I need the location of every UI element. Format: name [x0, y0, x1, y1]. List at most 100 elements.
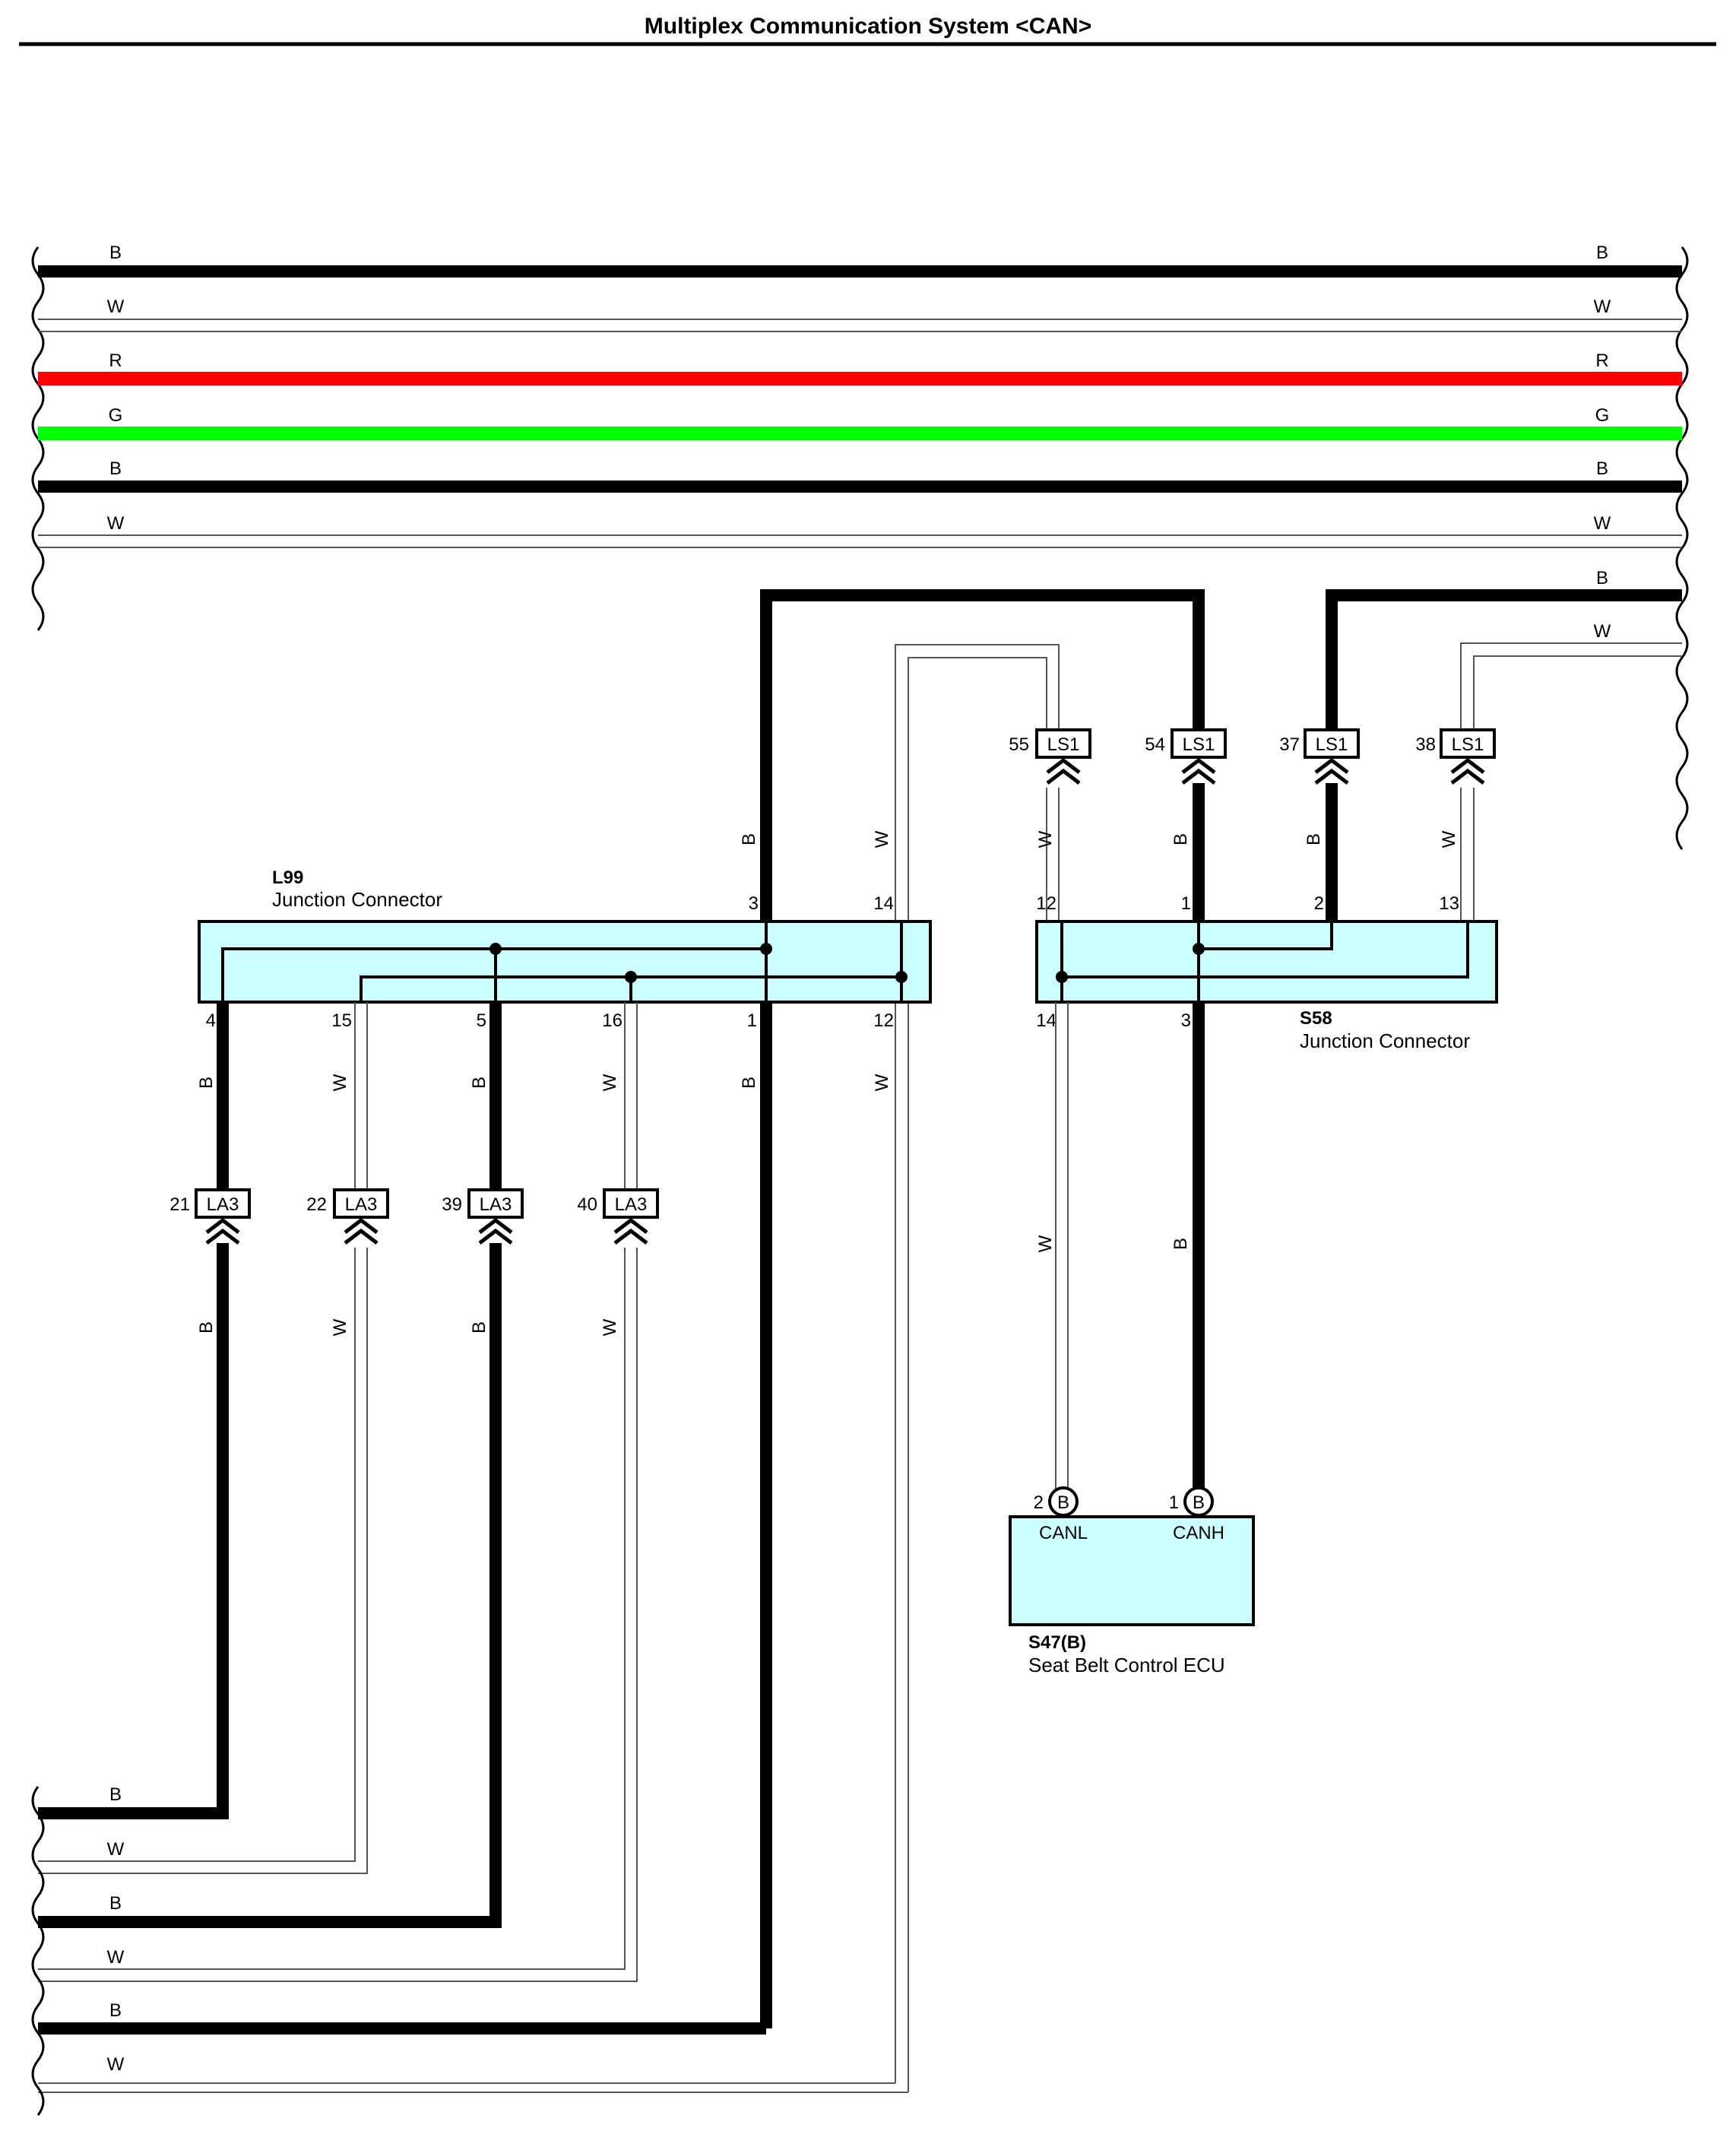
- l99-top-wire-code: B: [739, 833, 759, 845]
- top-wire-code-left: R: [109, 350, 122, 371]
- l99-bottom-wire-code: B: [739, 1077, 759, 1089]
- l99-bottom-pin: 4: [206, 1010, 216, 1031]
- top-wire-code-right: W: [1594, 513, 1611, 534]
- la3-label: LA3: [480, 1194, 512, 1215]
- s58-top-pin: 12: [1036, 893, 1056, 914]
- wire-w-l99-14-outline-a: [895, 644, 1060, 2083]
- l99-splice-dot: [895, 971, 908, 983]
- la3-pin: 39: [442, 1194, 462, 1215]
- la3-chevron-icon: [478, 1217, 513, 1245]
- top-wire-code-right: B: [1596, 243, 1608, 263]
- ls1-pin: 38: [1415, 734, 1436, 755]
- top-wire-code-right: B: [1596, 458, 1608, 479]
- s58-internal-bus-a: [1197, 921, 1333, 950]
- wire-w-la3-22-to-bus-a: [38, 1248, 356, 1862]
- s47-signal-canl: CANL: [1039, 1523, 1088, 1543]
- s47-name: Seat Belt Control ECU: [1028, 1654, 1225, 1676]
- ls1-pin: 55: [1009, 734, 1029, 755]
- s47-terminal-label: B: [1057, 1492, 1069, 1513]
- s58-internal-bus-b: [1060, 921, 1469, 978]
- wire-w-l99-14-outline-b: [908, 657, 1047, 2092]
- la3-connector: 21 LA3: [169, 1188, 251, 1245]
- l99-bottom-pin: 15: [331, 1010, 352, 1031]
- s47-pin: 2: [1034, 1492, 1044, 1513]
- ls1-connector: 37 LS1: [1279, 728, 1360, 785]
- la3-wire-code: B: [469, 1321, 489, 1334]
- ls1-chevron-icon: [1181, 757, 1216, 785]
- ls1-box: [1440, 728, 1496, 759]
- s58-top-pin: 1: [1181, 893, 1191, 914]
- s47-terminal-label: B: [1193, 1492, 1205, 1513]
- l99-bottom-pin: 12: [873, 1010, 894, 1031]
- la3-box: [333, 1188, 389, 1219]
- wire-w-la3-40-to-bus-b: [38, 1248, 638, 1982]
- l99-bottom-pin: 1: [747, 1010, 757, 1031]
- la3-label: LA3: [345, 1194, 378, 1215]
- wire-w-ls1-38-outline-b: [1473, 655, 1682, 731]
- extra-wire-code: B: [1596, 568, 1608, 588]
- wire-w-ls1-38-outline-a: [1460, 642, 1682, 731]
- ls1-connector: 54 LS1: [1145, 728, 1227, 785]
- s58-top-pin: 2: [1314, 893, 1324, 914]
- s58-splice-dot: [1193, 943, 1205, 955]
- ls1-pin: 54: [1145, 734, 1165, 755]
- l99-junction-connector: L99 Junction Connector 3 14 4 15 5 16 1 …: [198, 867, 932, 1031]
- break-symbol-bottom-left: [31, 1786, 45, 2116]
- l99-id: L99: [272, 867, 303, 888]
- ls1-connectors: 55 LS1 54 LS1 37 LS1 38 LS1: [1009, 728, 1496, 785]
- la3-chevron-icon: [344, 1217, 379, 1245]
- s58-top-wire-code: W: [1035, 830, 1056, 848]
- ls1-chevron-icon: [1046, 757, 1081, 785]
- top-wire-code-right: G: [1595, 405, 1610, 426]
- l99-top-wire-code: W: [872, 830, 892, 848]
- ls1-chevron-icon: [1314, 757, 1349, 785]
- l99-splice-dot: [625, 971, 637, 983]
- wire-w-la3-22-to-bus-b: [38, 1248, 368, 1874]
- bottom-wire-code: B: [109, 2000, 122, 2021]
- top-wire-code-left: W: [107, 513, 125, 534]
- la3-pin: 22: [306, 1194, 327, 1215]
- s58-bottom-wire-code: W: [1035, 1235, 1056, 1252]
- wire-b-la3-39-to-bus: [38, 1243, 502, 1928]
- la3-pin: 21: [169, 1194, 190, 1215]
- l99-top-pin: 3: [749, 893, 759, 914]
- s58-top-wire-code: B: [1304, 833, 1324, 845]
- la3-chevron-icon: [205, 1217, 240, 1245]
- la3-label: LA3: [207, 1194, 239, 1215]
- l99-bottom-wire-code: W: [600, 1074, 620, 1091]
- ls1-connector: 38 LS1: [1415, 728, 1496, 785]
- top-wire-code-right: W: [1594, 297, 1611, 317]
- s58-splice-dot: [1056, 971, 1068, 983]
- s58-box: [1035, 920, 1498, 1004]
- ls1-box: [1171, 728, 1227, 759]
- top-wire-code-left: W: [107, 297, 125, 317]
- bottom-wire-code: B: [109, 1784, 122, 1805]
- extra-wire-code: W: [1594, 621, 1611, 642]
- l99-splice-dot: [489, 943, 502, 955]
- top-wire-code-left: B: [109, 458, 122, 479]
- wire-b-la3-21-to-bus: [38, 1243, 229, 1819]
- l99-splice-dot: [760, 943, 772, 955]
- top-wire-code-left: G: [109, 405, 123, 426]
- ls1-label: LS1: [1183, 734, 1215, 755]
- la3-wire-code: W: [330, 1318, 350, 1336]
- s58-junction-connector: 12 1 2 13 14 3 S58 Junction Connector: [1035, 893, 1498, 1052]
- la3-chevron-icon: [613, 1217, 648, 1245]
- s58-top-wire-code: B: [1171, 833, 1191, 845]
- l99-box: [198, 920, 932, 1004]
- ls1-label: LS1: [1316, 734, 1348, 755]
- l99-bottom-pin: 16: [602, 1010, 622, 1031]
- s58-id: S58: [1300, 1008, 1332, 1029]
- wire-b-l99-3-to-ls1-54: [760, 589, 1205, 2028]
- s58-bottom-pin: 14: [1036, 1010, 1056, 1031]
- l99-bottom-wire-code: W: [872, 1074, 892, 1091]
- la3-connectors: 21 LA3 22 LA3 39 LA3 40 LA3: [169, 1188, 659, 1245]
- wire-w-la3-40-to-bus-a: [38, 1248, 626, 1970]
- s58-name: Junction Connector: [1300, 1029, 1470, 1052]
- top-wire-code-left: B: [109, 243, 122, 263]
- s58-top-wire-code: W: [1439, 830, 1459, 848]
- top-bus: B B W W R R G G B B W W B W: [31, 243, 1689, 850]
- la3-box: [195, 1188, 251, 1219]
- wire-b-ls1-37-to-bus: [1326, 589, 1682, 737]
